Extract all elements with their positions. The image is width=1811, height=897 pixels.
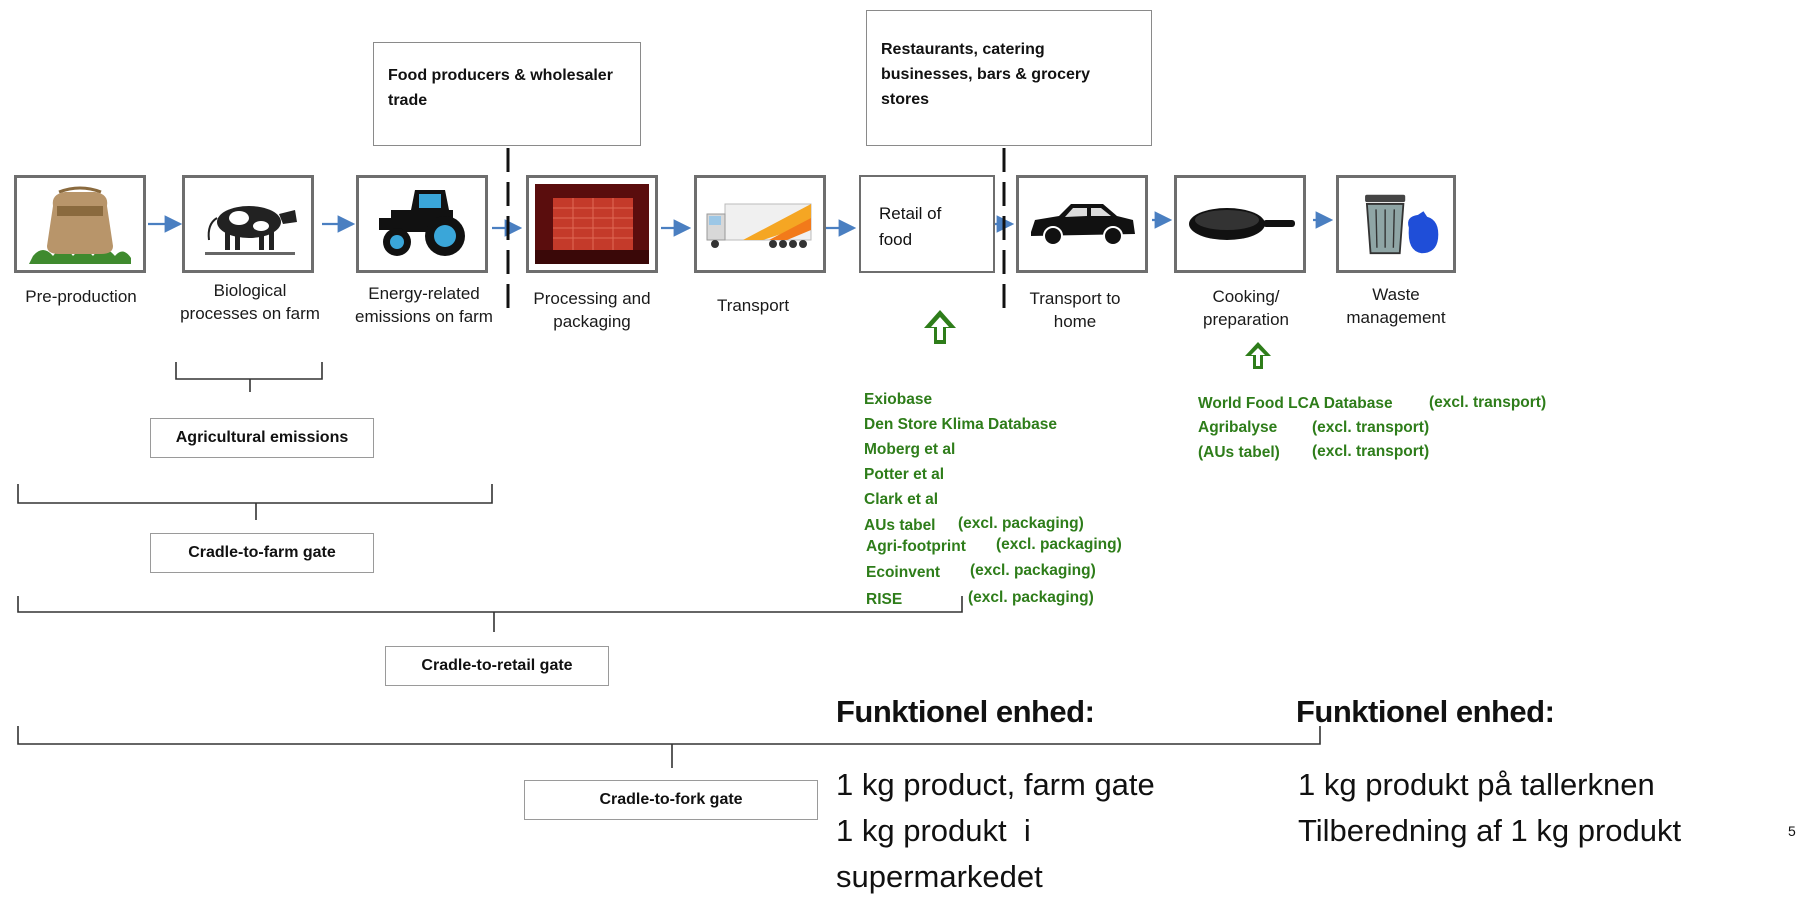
stage-processing [526,175,658,273]
cradle-to-retail-gate-label: Cradle-to-retail gate [421,657,573,674]
cradle-to-fork-gate-box: Cradle-to-fork gate [524,780,818,820]
stage-label-biological: Biological processes on farm [180,281,320,323]
stage-waste [1336,175,1456,273]
functional-unit-title: Funktionel enhed: [836,694,1095,729]
stage-label-transport-home: Transport to home [1029,289,1121,331]
source-note: (excl. packaging) [996,536,1122,553]
stage-label-cooking: Cooking/ preparation [1202,287,1289,329]
page-number: 5 [1788,823,1796,839]
source-name: Clark et al [864,491,939,508]
source-name: Potter et al [864,466,945,483]
stage-label-energy: Energy-related emissions on farm [355,284,493,326]
source-note: (excl. transport) [1312,419,1430,436]
stage-transport-home [1016,175,1148,273]
cradle-to-farm-gate-label: Cradle-to-farm gate [188,544,336,561]
trash-can-icon [1345,187,1449,261]
up-arrow-icon [1245,342,1271,369]
source-name: Den Store Klima Database [864,416,1057,433]
stage-pre-production [14,175,146,273]
source-note: (excl. transport) [1429,394,1547,411]
stage-transport [694,175,826,273]
truck-icon [703,184,817,264]
food-producers-box: Food producers & wholesaler trade [373,42,641,146]
frying-pan-icon [1183,184,1297,264]
agricultural-emissions-label: Agricultural emissions [175,429,349,446]
agricultural-emissions-box: Agricultural emissions [150,418,374,458]
functional-unit-line: supermarkedet [836,859,1043,894]
brace-farm [17,484,493,520]
source-name: Exiobase [864,391,933,408]
source-note: (excl. transport) [1312,443,1430,460]
cradle-to-farm-gate-box: Cradle-to-farm gate [150,533,374,573]
brace-agricultural [175,362,323,392]
stage-label-transport: Transport [716,296,790,315]
stage-cooking [1174,175,1306,273]
functional-unit-line: 1 kg product, farm gate [836,767,1155,802]
restaurants-box: Restaurants, catering businesses, bars &… [866,10,1152,146]
stage-retail: Retail of food [859,175,995,273]
stage-biological [182,175,314,273]
stage-label-pre-production: Pre-production [25,287,137,306]
source-name: Agri-footprint [866,538,966,555]
stage-label-waste: Waste management [1346,285,1446,327]
tractor-icon [365,184,479,264]
stage-energy [356,175,488,273]
source-name: World Food LCA Database [1198,395,1393,412]
cradle-to-fork-gate-label: Cradle-to-fork gate [599,791,743,808]
functional-unit-line: 1 kg produkt på tallerknen [1298,767,1655,802]
car-icon [1025,184,1139,264]
brace-fork [17,726,1321,768]
functional-unit-title: Funktionel enhed: [1296,694,1555,729]
cradle-to-retail-gate-box: Cradle-to-retail gate [385,646,609,686]
food-producers-label: Food producers & wholesaler trade [388,67,613,109]
source-name: Ecoinvent [866,564,941,581]
source-note: (excl. packaging) [958,515,1084,532]
stage-label-processing: Processing and packaging [533,289,651,331]
brace-retail [17,596,963,632]
source-name: (AUs tabel) [1198,444,1280,461]
functional-unit-line: Tilberedning af 1 kg produkt [1298,813,1682,848]
source-name: AUs tabel [864,517,936,534]
source-note: (excl. packaging) [968,589,1094,606]
source-name: RISE [866,591,903,608]
factory-interior-icon [535,184,649,264]
restaurants-label: Restaurants, catering businesses, bars &… [881,41,1090,108]
source-name: Agribalyse [1198,419,1278,436]
up-arrow-icon [924,310,956,344]
cow-icon [191,184,305,264]
source-name: Moberg et al [864,441,956,458]
source-note: (excl. packaging) [970,562,1096,579]
retail-label: Retail of food [879,204,942,249]
fertilizer-sack-icon [23,184,137,264]
functional-unit-line: 1 kg produkt i [836,813,1031,848]
